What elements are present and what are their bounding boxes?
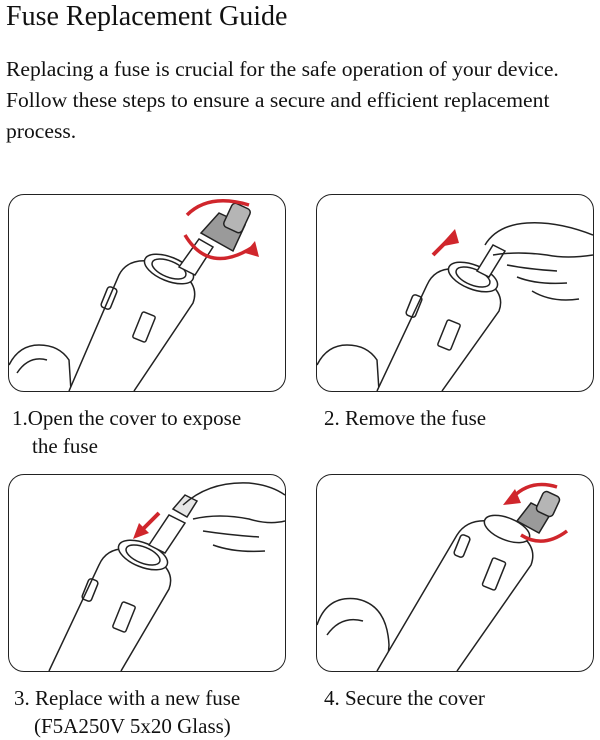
step-4-illustration: [316, 474, 594, 672]
plug-cap-rotate-icon: [9, 199, 259, 391]
step-4-caption: 4. Secure the cover: [324, 684, 485, 712]
step-1-line2: the fuse: [32, 434, 98, 458]
step-1-illustration: [8, 194, 286, 392]
step-3-illustration: [8, 474, 286, 672]
hand-pull-fuse-icon: [317, 222, 593, 391]
step-3-line2: (F5A250V 5x20 Glass): [34, 714, 231, 738]
plug-cap-tighten-icon: [317, 482, 569, 671]
page-title: Fuse Replacement Guide: [6, 1, 288, 32]
step-2-caption: 2. Remove the fuse: [324, 404, 486, 432]
intro-paragraph: Replacing a fuse is crucial for the safe…: [6, 57, 559, 143]
step-1-caption: 1.Open the cover to expose the fuse: [12, 404, 241, 460]
hand-insert-fuse-icon: [48, 482, 285, 671]
step-2-illustration: [316, 194, 594, 392]
step-3-line1: 3. Replace with a new fuse: [14, 686, 241, 710]
step-1-line1: 1.Open the cover to expose: [12, 406, 242, 430]
step-3-caption: 3. Replace with a new fuse (F5A250V 5x20…: [14, 684, 240, 740]
step-2-line1: 2. Remove the fuse: [324, 406, 487, 430]
step-4-line1: 4. Secure the cover: [324, 686, 485, 710]
